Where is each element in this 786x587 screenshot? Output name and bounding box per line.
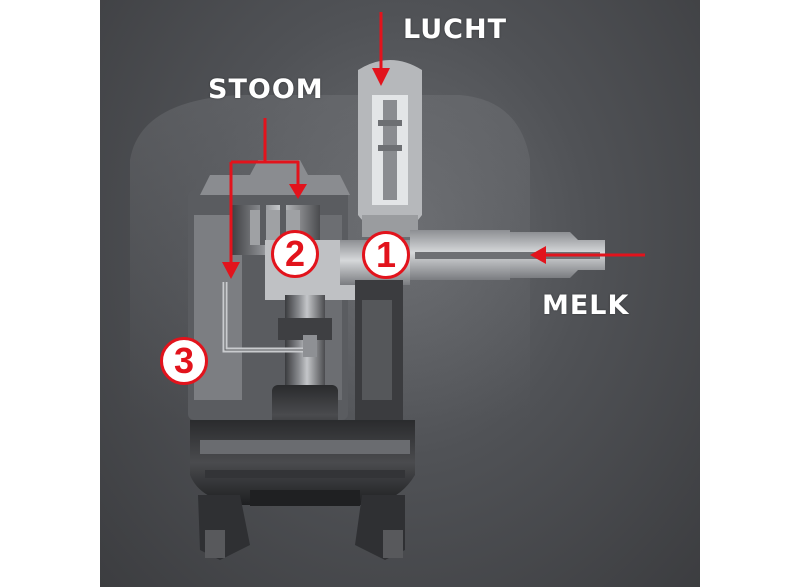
arrow-heads bbox=[222, 68, 546, 279]
label-lucht: LUCHT bbox=[403, 14, 507, 45]
steam-cap bbox=[200, 160, 350, 195]
device-cross-section bbox=[130, 12, 645, 560]
marker-2: 2 bbox=[271, 230, 319, 278]
marker-3: 3 bbox=[160, 337, 208, 385]
flow-arrows bbox=[229, 12, 645, 270]
steam-arrow-right bbox=[231, 160, 300, 190]
marker-1: 1 bbox=[362, 231, 410, 279]
label-stoom: STOOM bbox=[208, 74, 324, 105]
label-melk: MELK bbox=[542, 290, 630, 321]
diagram-panel bbox=[100, 0, 700, 587]
